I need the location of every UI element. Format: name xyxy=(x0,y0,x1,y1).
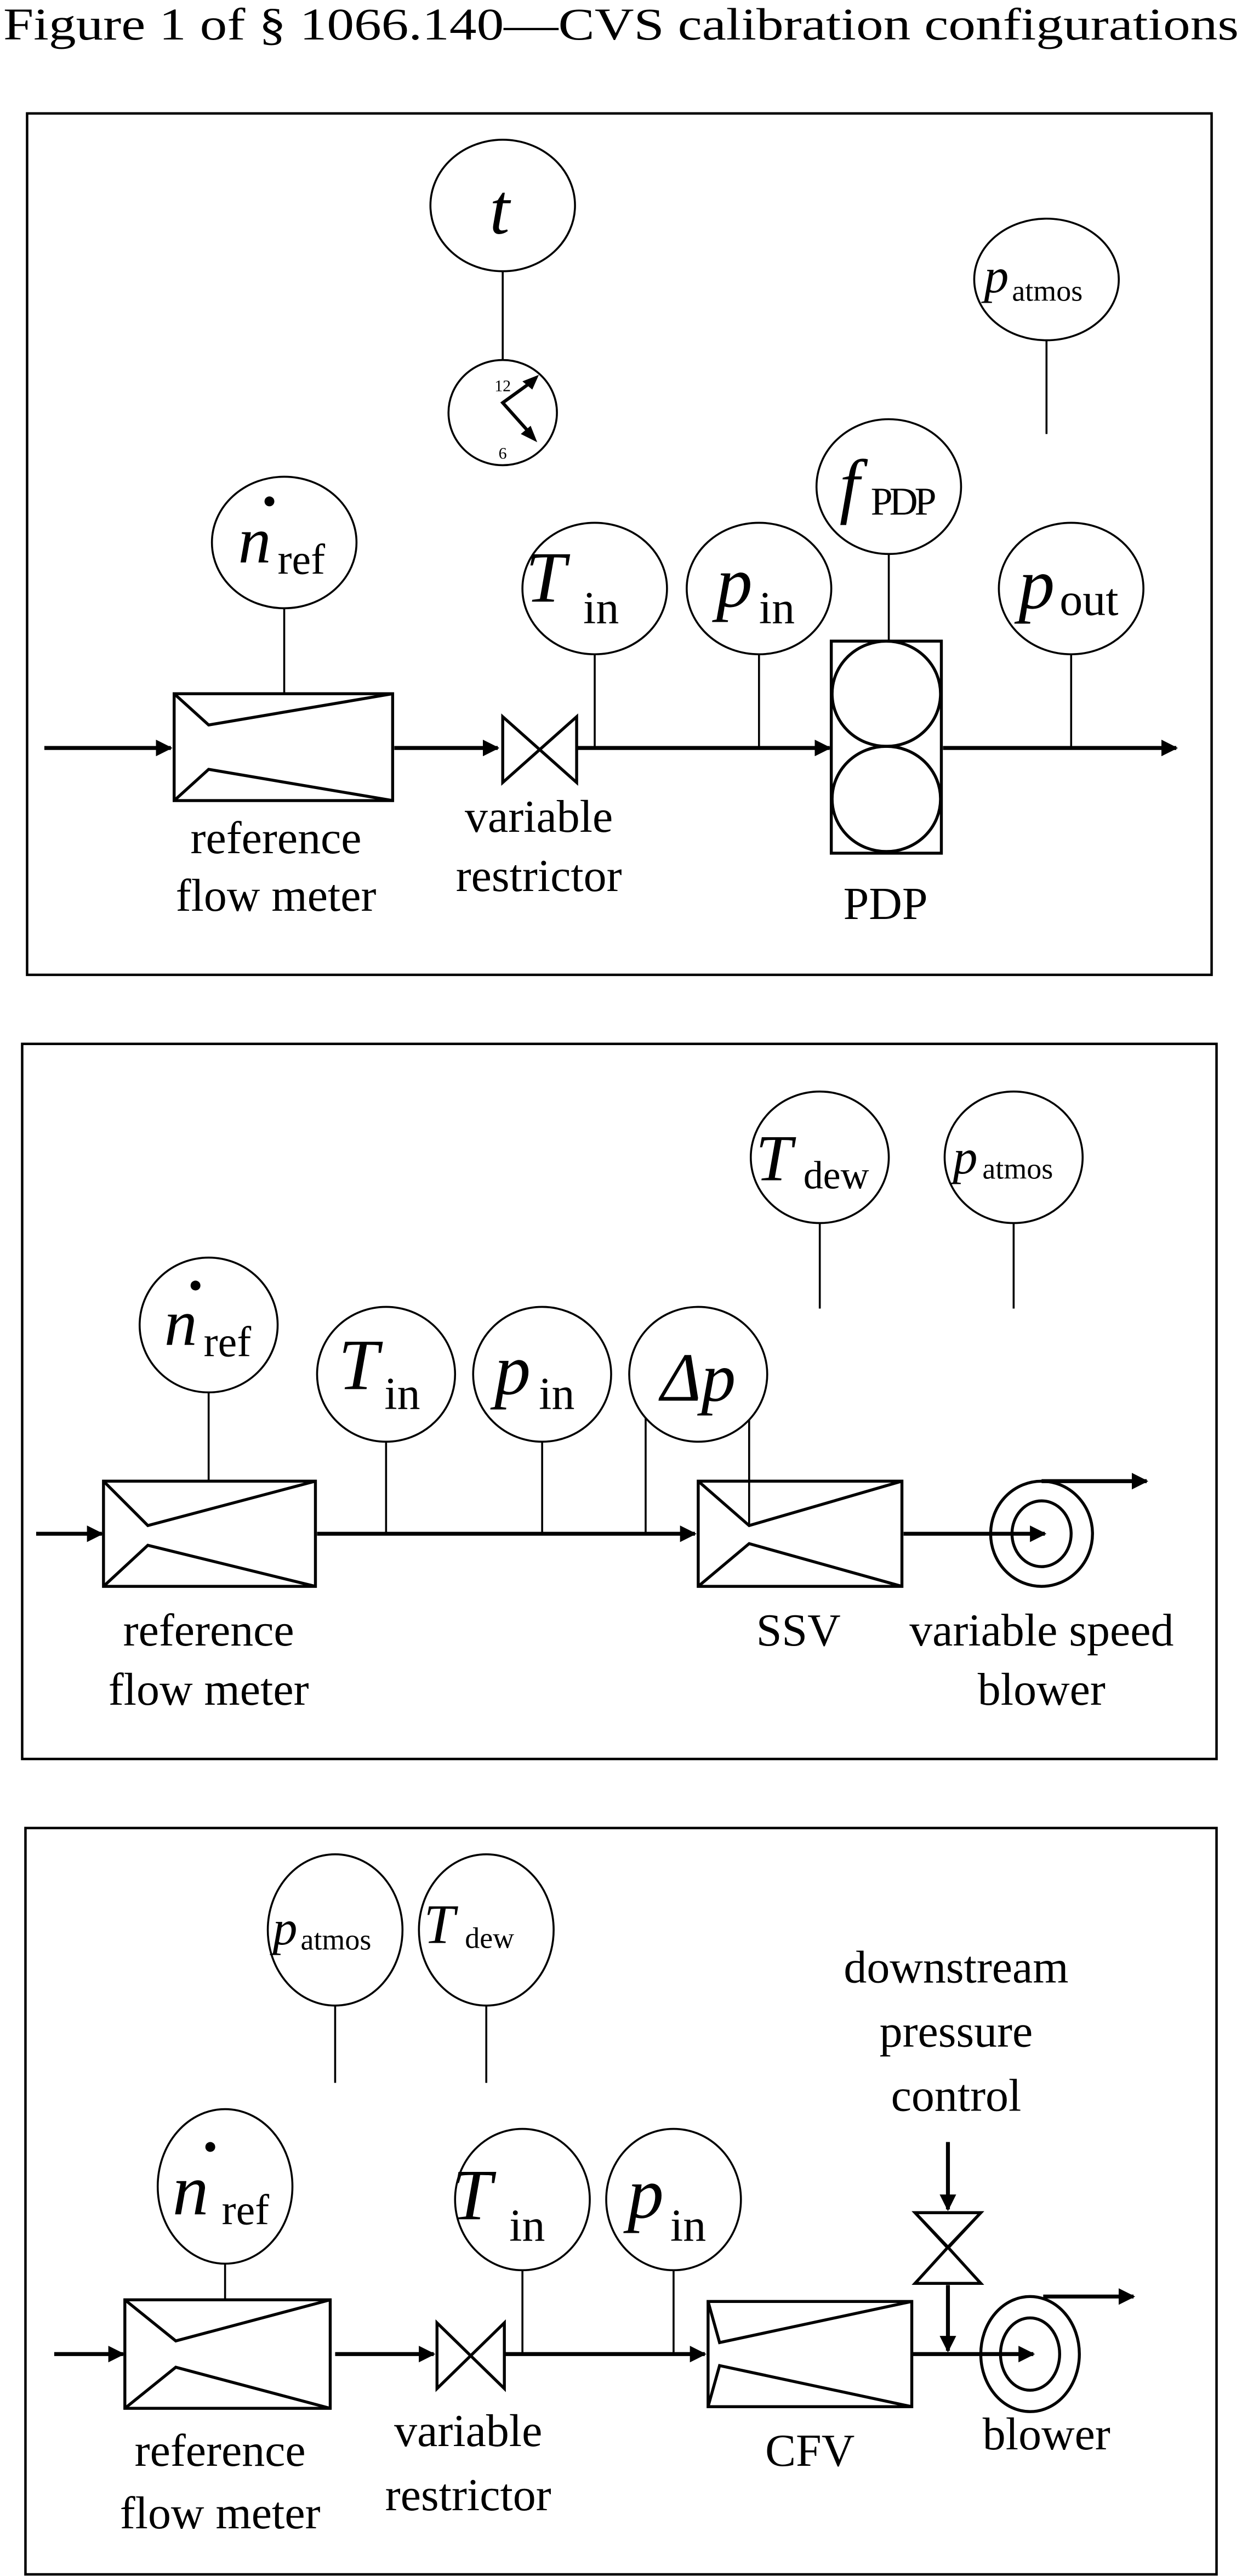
downstream-pressure-control-valve-icon xyxy=(911,2211,984,2285)
svg-text:in: in xyxy=(583,582,619,633)
instrument-p-in: p in xyxy=(472,1306,612,1443)
svg-text:out: out xyxy=(1059,574,1118,625)
panel-cfv: p atmos T dew n ref T in p in reference … xyxy=(24,1826,1218,2576)
svg-text:T: T xyxy=(424,1894,458,1956)
panel-border xyxy=(26,112,1213,977)
svg-text:ref: ref xyxy=(222,2186,270,2233)
label-reference-flow-meter: flow meter xyxy=(109,1664,309,1715)
label-variable-restrictor: variable xyxy=(465,791,613,842)
svg-text:12: 12 xyxy=(494,377,511,395)
svg-text:T: T xyxy=(756,1122,796,1195)
instrument-t-dew: T dew xyxy=(749,1090,890,1224)
instrument-p-in: p in xyxy=(605,2127,742,2272)
label-pdp: PDP xyxy=(844,878,928,929)
clock-icon: 12 6 xyxy=(447,359,558,467)
reference-flow-meter-icon xyxy=(102,1479,317,1588)
svg-text:Δp: Δp xyxy=(658,1340,736,1416)
figure-title: Figure 1 of § 1066.140—CVS calibration c… xyxy=(3,0,1239,49)
svg-text:p: p xyxy=(270,1902,298,1956)
variable-speed-blower-icon xyxy=(989,1479,1094,1588)
ssv-icon xyxy=(697,1479,904,1588)
svg-text:6: 6 xyxy=(499,444,507,462)
svg-text:T: T xyxy=(526,537,571,617)
instrument-n-ref: n ref xyxy=(156,2108,294,2265)
svg-text:t: t xyxy=(489,169,511,249)
label-reference-flow-meter: flow meter xyxy=(176,870,377,921)
svg-text:atmos: atmos xyxy=(1012,275,1083,308)
cfv-icon xyxy=(707,2300,914,2408)
svg-text:atmos: atmos xyxy=(301,1924,372,1956)
label-cfv: CFV xyxy=(765,2425,854,2476)
instrument-t-in: T in xyxy=(452,2127,591,2272)
panel-ssv: T dew p atmos n ref T in p in Δp refer xyxy=(21,1042,1218,1761)
label-downstream-pressure-control: downstream xyxy=(844,1942,1068,1993)
svg-text:in: in xyxy=(539,1368,574,1419)
label-variable-speed-blower: variable speed xyxy=(909,1605,1173,1656)
svg-text:dew: dew xyxy=(465,1922,514,1955)
pdp-icon xyxy=(829,639,943,855)
svg-text:p: p xyxy=(623,2153,664,2233)
label-variable-restrictor: restrictor xyxy=(385,2470,551,2521)
svg-text:PDP: PDP xyxy=(871,479,936,523)
label-downstream-pressure-control: control xyxy=(891,2070,1022,2121)
instrument-delta-p: Δp xyxy=(628,1306,768,1443)
panel-border xyxy=(24,1826,1218,2576)
svg-text:p: p xyxy=(981,249,1009,304)
label-downstream-pressure-control: pressure xyxy=(880,2006,1033,2057)
instrument-p-in: p in xyxy=(686,521,833,656)
svg-text:in: in xyxy=(759,582,795,633)
svg-text:p: p xyxy=(1014,543,1055,624)
svg-text:p: p xyxy=(949,1131,977,1185)
label-reference-flow-meter: flow meter xyxy=(120,2488,321,2539)
instrument-p-atmos: p atmos xyxy=(943,1090,1084,1224)
variable-restrictor-valve-icon xyxy=(435,2319,506,2392)
svg-text:T: T xyxy=(452,2154,497,2235)
instrument-time: t xyxy=(429,139,576,273)
svg-text:n: n xyxy=(173,2149,209,2230)
reference-flow-meter-icon xyxy=(123,2298,332,2410)
label-variable-speed-blower: blower xyxy=(978,1664,1106,1715)
label-reference-flow-meter: reference xyxy=(135,2425,306,2476)
instrument-n-ref: n ref xyxy=(138,1256,279,1394)
instrument-p-atmos: p atmos xyxy=(973,217,1120,342)
svg-text:n: n xyxy=(164,1286,197,1359)
instrument-t-in: T in xyxy=(521,521,668,656)
panel-border xyxy=(21,1042,1218,1761)
label-reference-flow-meter: reference xyxy=(191,813,362,864)
svg-text:in: in xyxy=(670,2200,706,2251)
instrument-p-out: p out xyxy=(998,521,1144,656)
panel-pdp: 12 6 t p atmos n ref T in p xyxy=(26,112,1213,977)
label-reference-flow-meter: reference xyxy=(123,1605,294,1656)
svg-text:atmos: atmos xyxy=(982,1153,1053,1185)
instrument-n-ref: n ref xyxy=(210,475,358,610)
label-variable-restrictor: restrictor xyxy=(456,850,622,901)
label-blower: blower xyxy=(983,2409,1110,2460)
reference-flow-meter-icon xyxy=(173,692,395,802)
svg-text:p: p xyxy=(712,542,753,622)
svg-text:in: in xyxy=(384,1368,420,1419)
svg-text:dew: dew xyxy=(804,1154,869,1198)
instrument-t-dew: T dew xyxy=(418,1853,555,2007)
svg-text:T: T xyxy=(338,1324,383,1405)
blower-icon xyxy=(979,2295,1081,2413)
svg-text:ref: ref xyxy=(278,536,326,583)
label-variable-restrictor: variable xyxy=(394,2405,542,2456)
svg-text:p: p xyxy=(490,1329,531,1410)
label-ssv: SSV xyxy=(756,1605,841,1656)
instrument-f-pdp: f PDP xyxy=(815,418,962,555)
instrument-p-atmos: p atmos xyxy=(266,1853,404,2007)
instrument-t-in: T in xyxy=(316,1306,457,1443)
svg-text:ref: ref xyxy=(204,1318,252,1365)
variable-restrictor-valve-icon xyxy=(501,713,578,786)
svg-text:n: n xyxy=(238,503,271,576)
svg-text:in: in xyxy=(509,2200,545,2251)
